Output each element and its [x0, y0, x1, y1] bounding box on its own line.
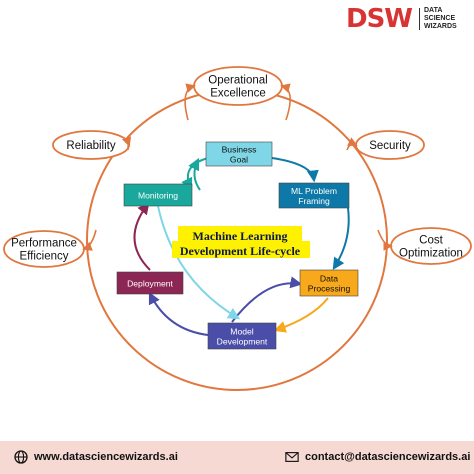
pillar-label: Optimization: [399, 248, 463, 260]
cycle-arrow: [148, 291, 209, 336]
logo-mark: DSW: [346, 4, 413, 34]
title-highlight: [172, 241, 310, 258]
cycle-arrow: [332, 207, 350, 271]
pillar-connector: [122, 136, 132, 151]
pillar-connector: [377, 229, 393, 251]
title-line: Machine Learning: [193, 229, 288, 243]
stage-box: [299, 269, 359, 297]
cycle-arrow: [133, 202, 151, 271]
stage-label: Data: [320, 274, 338, 284]
pillar-connector: [184, 83, 196, 121]
logo-divider: [419, 8, 420, 30]
pillar-security: Security: [355, 130, 425, 160]
logo-subtitle: DATA SCIENCE WIZARDS: [424, 7, 457, 30]
stage-box: [278, 182, 350, 209]
globe-icon: [14, 450, 28, 464]
title-highlight: [178, 226, 302, 244]
stage-label: Business: [222, 145, 257, 155]
stage-box: [123, 183, 193, 207]
cycle-arrow: [157, 205, 241, 320]
mail-icon: [285, 452, 299, 462]
pillar-label: Operational: [208, 75, 267, 87]
stage-box: [116, 271, 184, 295]
cycle-arrow: [231, 276, 303, 323]
pillar-label: Cost: [419, 235, 443, 247]
logo: DSW DATA SCIENCE WIZARDS: [346, 4, 470, 34]
cycle-arrow: [271, 157, 319, 183]
stage-label: Monitoring: [138, 191, 178, 201]
footer: www.datasciencewizards.ai contact@datasc…: [0, 441, 474, 474]
cycle-arrow: [181, 157, 209, 191]
stage-box: [205, 141, 273, 167]
stage-label: Framing: [298, 196, 330, 206]
stage-box: [207, 322, 277, 350]
pillar-connector: [280, 83, 291, 121]
stage-label: Model: [230, 327, 253, 337]
pillar-label: Excellence: [210, 88, 266, 100]
email-text: contact@datasciencewizards.ai: [305, 451, 471, 463]
stage-label: Goal: [230, 155, 248, 165]
stage-label: Deployment: [127, 279, 173, 289]
stage-label: Processing: [308, 284, 351, 294]
stage-deployment: Deployment: [116, 271, 184, 295]
cycle-arrow: [273, 297, 329, 333]
pillar-label: Performance: [11, 238, 77, 250]
email-link[interactable]: contact@datasciencewizards.ai: [285, 450, 470, 464]
stage-monitoring: Monitoring: [123, 183, 193, 207]
title-line: Development Life-cycle: [180, 244, 301, 258]
website-text: www.datasciencewizards.ai: [34, 451, 178, 463]
stage-label: Development: [217, 337, 268, 347]
pillar-label: Reliability: [66, 140, 115, 152]
pillar-label: Efficiency: [19, 251, 68, 263]
pillar-reliability: Reliability: [52, 130, 130, 160]
stage-label: ML Problem: [291, 186, 337, 196]
pillar-label: Security: [369, 140, 411, 152]
website-link[interactable]: www.datasciencewizards.ai: [14, 450, 178, 464]
pillar-connector: [346, 137, 358, 151]
pillar-connector: [82, 229, 97, 251]
